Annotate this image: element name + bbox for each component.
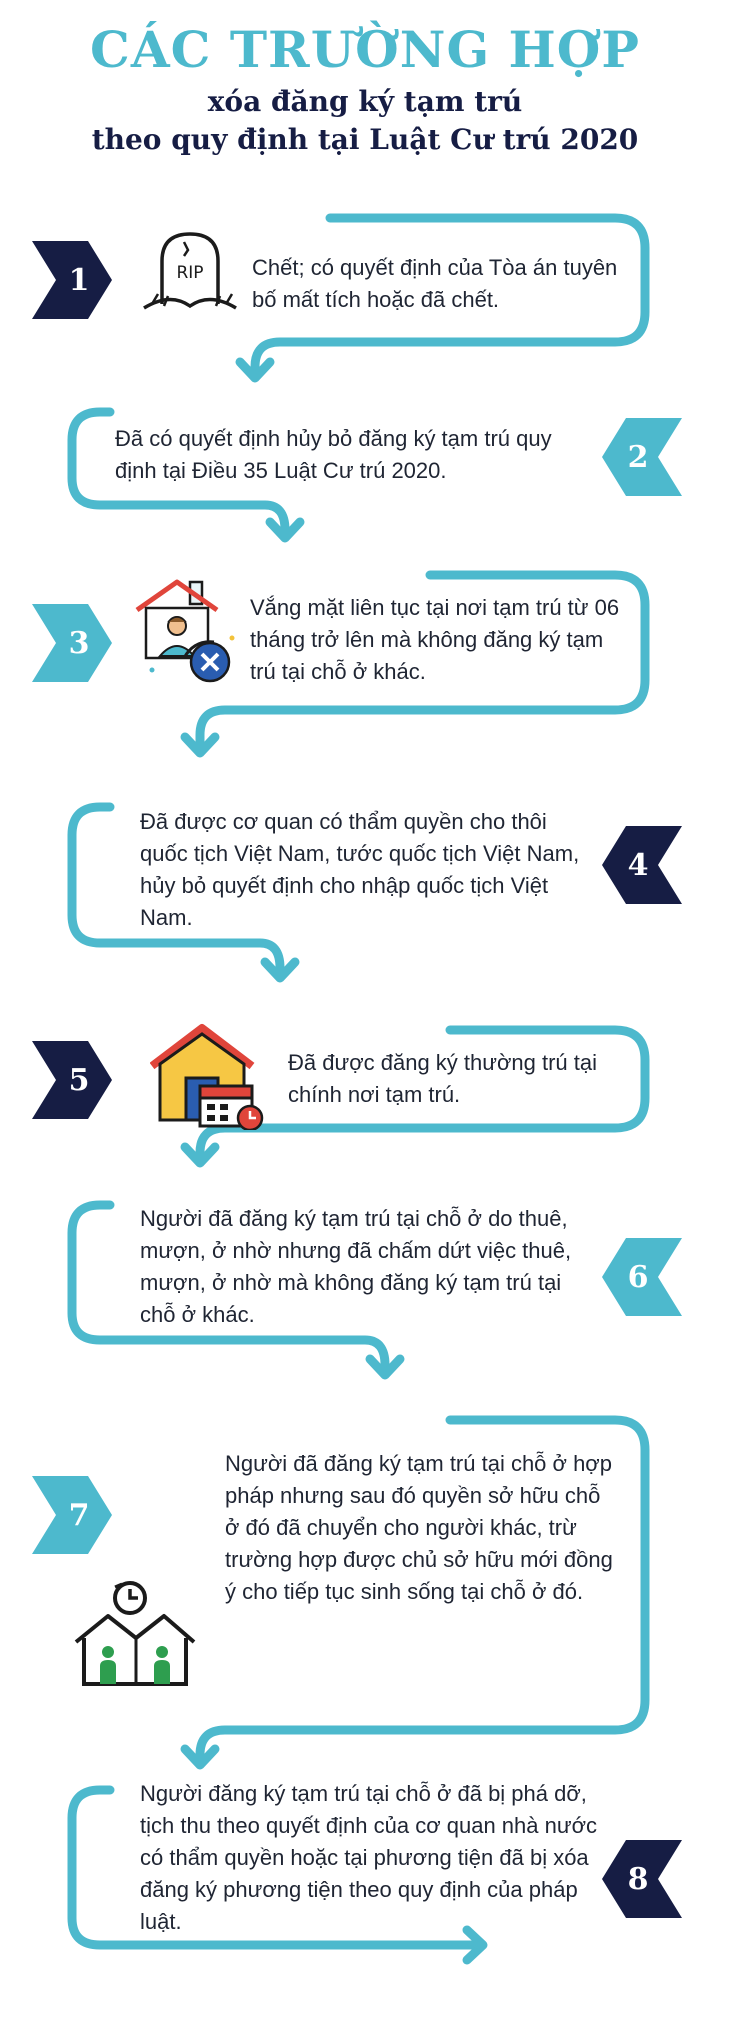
tombstone-rip-text: RIP: [176, 263, 203, 283]
case-6-text: Người đã đăng ký tạm trú tại chỗ ở do th…: [140, 1206, 572, 1327]
case-6-badge: 6: [602, 1238, 682, 1316]
page-title: CÁC TRƯỜNG HỢP: [90, 20, 640, 79]
case-4-badge: 4: [602, 826, 682, 904]
houses-clock-icon: [74, 1581, 196, 1686]
case-5-text: Đã được đăng ký thường trú tại chính nơi…: [288, 1050, 598, 1107]
case-1-badge: 1: [32, 241, 112, 319]
tombstone-rip-icon: RIP: [143, 232, 237, 310]
case-4-text: Đã được cơ quan có thẩm quyền cho thôi q…: [140, 809, 580, 930]
case-2-text: Đã có quyết định hủy bỏ đăng ký tạm trú …: [115, 426, 552, 483]
case-2-badge: 2: [602, 418, 682, 496]
case-7-text: Người đã đăng ký tạm trú tại chỗ ở hợp p…: [225, 1451, 613, 1604]
case-5-badge: 5: [32, 1041, 112, 1119]
case-3-text: Vắng mặt liên tục tại nơi tạm trú từ 06 …: [250, 595, 620, 684]
case-7-badge: 7: [32, 1476, 112, 1554]
page-subtitle-line-2: theo quy định tại Luật Cư trú 2020: [91, 123, 639, 156]
house-calendar-icon: [150, 1024, 264, 1130]
case-1-text: Chết; có quyết định của Tòa án tuyên bố …: [252, 255, 618, 312]
case-3-badge: 3: [32, 604, 112, 682]
house-person-absent-icon: [135, 579, 235, 683]
case-8-text: Người đăng ký tạm trú tại chỗ ở đã bị ph…: [140, 1781, 597, 1934]
case-8-badge: 8: [602, 1840, 682, 1918]
page-subtitle-line-1: xóa đăng ký tạm trú: [207, 85, 523, 118]
